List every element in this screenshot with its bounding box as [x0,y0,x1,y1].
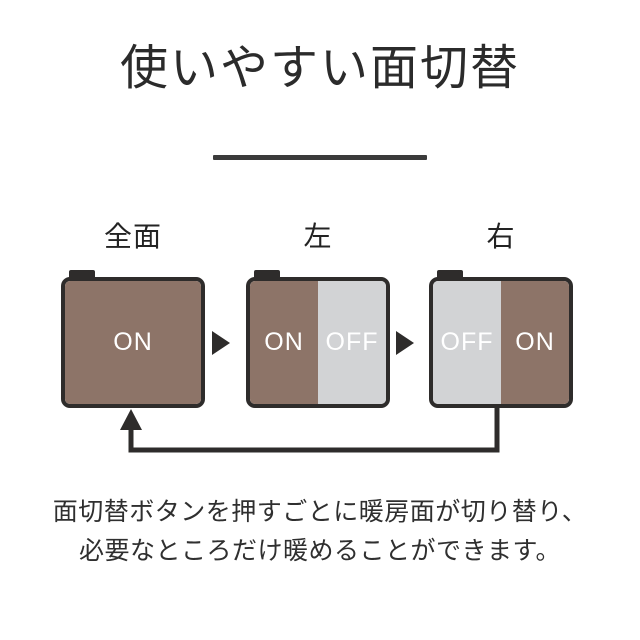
heater-panel-left-off: OFF [433,281,501,404]
heater-tab-icon [69,270,95,280]
heater-panel-right-off: OFF [318,281,386,404]
caption: 面切替ボタンを押すごとに暖房面が切り替り、 必要なところだけ暖めることができます… [0,493,640,571]
heater-tab-icon [437,270,463,280]
heater-panel-full-on: ON [65,281,201,404]
heater-panel-right-on: ON [501,281,569,404]
loop-back-arrow-icon [120,407,500,453]
heater-body: ON [61,277,205,408]
caption-line-1: 面切替ボタンを押すごとに暖房面が切り替り、 [52,498,588,526]
page-title: 使いやすい面切替 [119,42,520,95]
heater-unit-left: ON OFF [246,270,390,408]
title-divider [213,155,427,160]
heater-panel-left-on: ON [250,281,318,404]
step-label-left: 左 [303,221,333,252]
heater-unit-right: OFF ON [429,270,573,408]
heater-tab-icon [254,270,280,280]
step-label-full: 全面 [103,221,162,252]
heater-unit-full: ON [61,270,205,408]
heater-body: ON OFF [246,277,390,408]
caption-line-2: 必要なところだけ暖めることができます。 [78,537,561,565]
triangle-right-icon [212,331,230,355]
heater-body: OFF ON [429,277,573,408]
step-label-right: 右 [486,221,516,252]
triangle-right-icon [396,331,414,355]
